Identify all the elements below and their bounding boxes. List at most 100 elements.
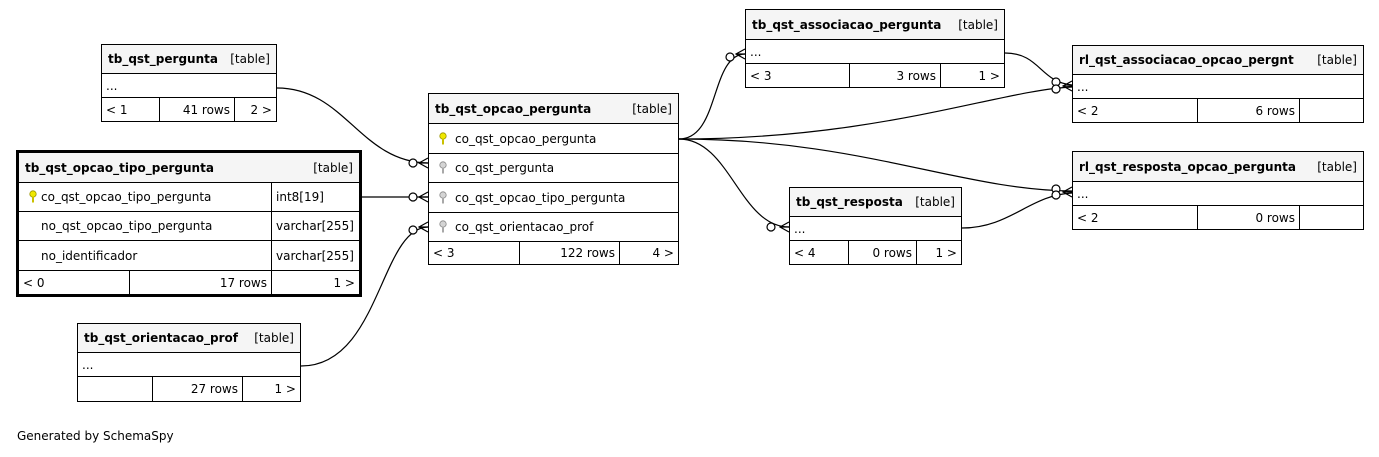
column-name: no_qst_opcao_tipo_pergunta [41, 219, 213, 233]
table-type: [table] [1317, 159, 1357, 174]
column-placeholder: ... [106, 78, 118, 93]
generated-by-label: Generated by SchemaSpy [17, 429, 174, 443]
edge-opcao-rl-resposta [678, 138, 1073, 192]
edge-opcao-resposta [678, 138, 790, 228]
crowfoot-opcao-tipo [417, 191, 429, 203]
parents-count[interactable]: < 2 [1077, 103, 1099, 118]
edge-associacao-rl-associacao [1004, 52, 1073, 86]
table-rl-qst-associacao-opcao-pergnt[interactable]: rl_qst_associacao_opcao_pergnt [table] .… [1072, 45, 1364, 123]
table-header: rl_qst_resposta_opcao_pergunta [table] [1073, 152, 1363, 182]
table-name: tb_qst_pergunta [108, 52, 218, 66]
row-count: 122 rows [519, 242, 619, 264]
table-header: tb_qst_associacao_pergunta [table] [746, 10, 1004, 40]
table-row: ... [790, 217, 961, 241]
table-header: tb_qst_opcao_tipo_pergunta [table] [19, 153, 359, 183]
table-header: tb_qst_pergunta [table] [102, 45, 276, 74]
column-name: co_qst_orientacao_prof [455, 220, 594, 234]
table-name: tb_qst_opcao_tipo_pergunta [25, 160, 214, 175]
parents-count[interactable] [78, 377, 152, 401]
table-type: [table] [254, 331, 294, 345]
children-count[interactable]: 4 > [619, 242, 678, 264]
table-row[interactable]: co_qst_opcao_tipo_pergunta [429, 183, 678, 213]
table-footer: < 1 41 rows 2 > [102, 98, 276, 121]
column-placeholder: ... [794, 221, 806, 236]
primary-key-icon [25, 190, 41, 204]
children-count[interactable]: 1 > [242, 377, 300, 401]
table-name: rl_qst_associacao_opcao_pergnt [1079, 53, 1294, 67]
parents-count[interactable]: < 0 [23, 275, 45, 290]
row-count: 41 rows [159, 98, 234, 121]
table-tb-qst-opcao-pergunta[interactable]: tb_qst_opcao_pergunta [table] co_qst_opc… [428, 93, 679, 265]
zero-circle [408, 225, 418, 235]
foreign-key-icon [435, 161, 451, 175]
children-count[interactable]: 1 > [940, 64, 1004, 87]
edge-opcao-rl-associacao [678, 86, 1073, 140]
table-row[interactable]: co_qst_opcao_pergunta [429, 124, 678, 154]
table-row: ... [78, 353, 300, 377]
table-row: ... [1073, 182, 1363, 206]
table-tb-qst-opcao-tipo-pergunta[interactable]: tb_qst_opcao_tipo_pergunta [table] co_qs… [16, 150, 362, 297]
column-type: varchar[255] [271, 212, 359, 240]
table-type: [table] [230, 52, 270, 66]
zero-circle [1051, 190, 1061, 200]
table-row[interactable]: co_qst_opcao_tipo_pergunta int8[19] [19, 183, 359, 212]
column-type: int8[19] [271, 183, 359, 211]
zero-circle [725, 52, 735, 62]
table-header: tb_qst_resposta [table] [790, 188, 961, 217]
table-name: tb_qst_resposta [796, 195, 903, 209]
table-footer: < 3 122 rows 4 > [429, 242, 678, 264]
table-row[interactable]: no_identificador varchar[255] [19, 241, 359, 271]
table-row: ... [746, 40, 1004, 64]
column-name: co_qst_opcao_pergunta [455, 131, 597, 146]
row-count: 3 rows [849, 64, 940, 87]
parents-count[interactable]: < 2 [1077, 210, 1099, 225]
table-name: tb_qst_associacao_pergunta [752, 17, 942, 32]
edge-opcao-associacao [678, 53, 746, 140]
children-count[interactable] [1299, 206, 1363, 229]
crowfoot-associacao [734, 48, 746, 60]
table-type: [table] [915, 195, 955, 209]
parents-count[interactable]: < 3 [750, 68, 772, 83]
column-name: co_qst_pergunta [455, 161, 555, 175]
zero-circle [1051, 84, 1061, 94]
row-count: 17 rows [129, 271, 271, 294]
table-tb-qst-orientacao-prof[interactable]: tb_qst_orientacao_prof [table] ... 27 ro… [77, 323, 301, 402]
children-count[interactable] [1299, 99, 1363, 122]
table-name: tb_qst_opcao_pergunta [435, 101, 592, 116]
table-type: [table] [632, 101, 672, 116]
foreign-key-icon [435, 190, 451, 205]
column-name: co_qst_opcao_tipo_pergunta [455, 190, 626, 205]
table-tb-qst-associacao-pergunta[interactable]: tb_qst_associacao_pergunta [table] ... <… [745, 9, 1005, 88]
edge-pergunta-opcao [276, 87, 429, 164]
crowfoot-opcao-orientacao [417, 221, 429, 233]
table-name: rl_qst_resposta_opcao_pergunta [1079, 159, 1296, 174]
zero-circle [766, 222, 776, 232]
crowfoot-rl-associacao [1061, 80, 1073, 92]
parents-count[interactable]: < 1 [106, 102, 128, 117]
children-count[interactable]: 1 > [916, 241, 961, 264]
column-type: varchar[255] [271, 241, 359, 270]
parents-count[interactable]: < 3 [433, 246, 455, 260]
children-count[interactable]: 2 > [234, 98, 276, 121]
column-name: co_qst_opcao_tipo_pergunta [41, 190, 212, 204]
table-footer: 27 rows 1 > [78, 377, 300, 401]
column-placeholder: ... [82, 357, 94, 372]
column-placeholder: ... [1077, 186, 1089, 201]
table-footer: < 2 0 rows [1073, 206, 1363, 229]
children-count[interactable]: 1 > [271, 271, 359, 294]
table-tb-qst-resposta[interactable]: tb_qst_resposta [table] ... < 4 0 rows 1… [789, 187, 962, 265]
parents-count[interactable]: < 4 [794, 245, 816, 260]
crowfoot-opcao-pergunta [417, 157, 429, 169]
table-tb-qst-pergunta[interactable]: tb_qst_pergunta [table] ... < 1 41 rows … [101, 44, 277, 122]
table-row[interactable]: co_qst_orientacao_prof [429, 213, 678, 242]
table-row: ... [1073, 75, 1363, 99]
table-row[interactable]: co_qst_pergunta [429, 154, 678, 183]
primary-key-icon [435, 131, 451, 146]
table-row[interactable]: no_qst_opcao_tipo_pergunta varchar[255] [19, 212, 359, 241]
table-rl-qst-resposta-opcao-pergunta[interactable]: rl_qst_resposta_opcao_pergunta [table] .… [1072, 151, 1364, 230]
crowfoot-rl-resposta [1061, 186, 1073, 198]
column-name: no_identificador [41, 248, 138, 263]
table-type: [table] [313, 160, 353, 175]
table-row: ... [102, 74, 276, 98]
